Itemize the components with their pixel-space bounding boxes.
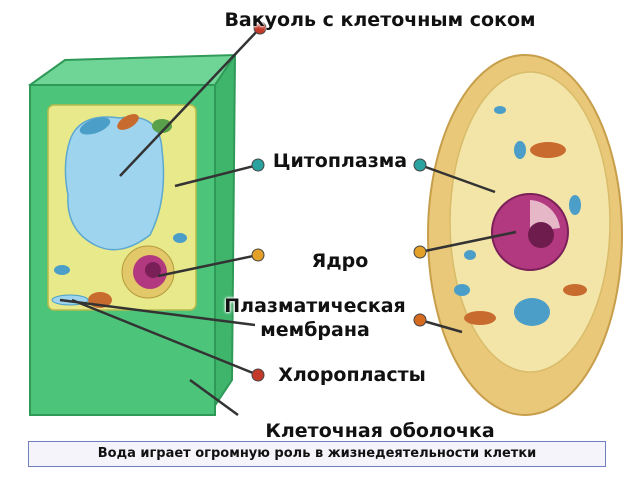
label-vacuole: Вакуоль с клеточным соком [200, 6, 560, 34]
label-cell-wall: Клеточная оболочка [265, 420, 495, 442]
pin-marker [413, 245, 427, 259]
plant-vacuole [64, 116, 165, 251]
caption-box: Вода играет огромную роль в жизнедеятель… [28, 441, 606, 467]
leader-vacuole [119, 27, 261, 177]
plant-nucleolus [145, 262, 161, 278]
organelle [464, 250, 476, 260]
pin-marker [253, 21, 267, 35]
plant-cell [28, 51, 237, 416]
leader-lines [59, 27, 517, 417]
organelle [530, 142, 566, 158]
label-nucleus: Ядро [311, 250, 369, 272]
pin-marker [413, 158, 427, 172]
organelle [464, 311, 496, 325]
organelle [514, 141, 526, 159]
chloroplast [117, 114, 139, 130]
pin-marker [251, 248, 265, 262]
pin-markers [251, 21, 427, 382]
chloroplast [152, 119, 172, 133]
leader-cell-wall [189, 378, 239, 417]
leader-membrane-plant [59, 298, 256, 327]
animal-cell [427, 54, 623, 416]
organelle [494, 106, 506, 114]
label-membrane-text: Плазматическая мембрана [224, 295, 406, 341]
pin-marker [251, 158, 265, 172]
chloroplast [173, 233, 187, 243]
organelle [514, 298, 550, 326]
chloroplast [79, 117, 111, 135]
organelle [563, 284, 587, 296]
leader-nucleus-animal [419, 230, 517, 254]
leader-chloroplast [71, 298, 259, 377]
leader-cytoplasm-animal [419, 163, 496, 194]
leader-cytoplasm-plant [174, 163, 259, 188]
label-membrane: Плазматическая мембрана [190, 294, 440, 342]
label-cytoplasm: Цитоплазма [272, 150, 408, 172]
pin-marker [251, 368, 265, 382]
animal-nucleolus [528, 222, 554, 248]
organelle [454, 284, 470, 296]
chloroplast [54, 265, 70, 275]
leader-nucleus-plant [157, 253, 259, 278]
organelle [569, 195, 581, 215]
label-chloroplasts: Хлоропласты [278, 364, 426, 386]
pin-marker [413, 313, 427, 327]
leader-membrane-animal [419, 318, 463, 334]
label-vacuole-text: Вакуоль с клеточным соком [224, 9, 536, 31]
